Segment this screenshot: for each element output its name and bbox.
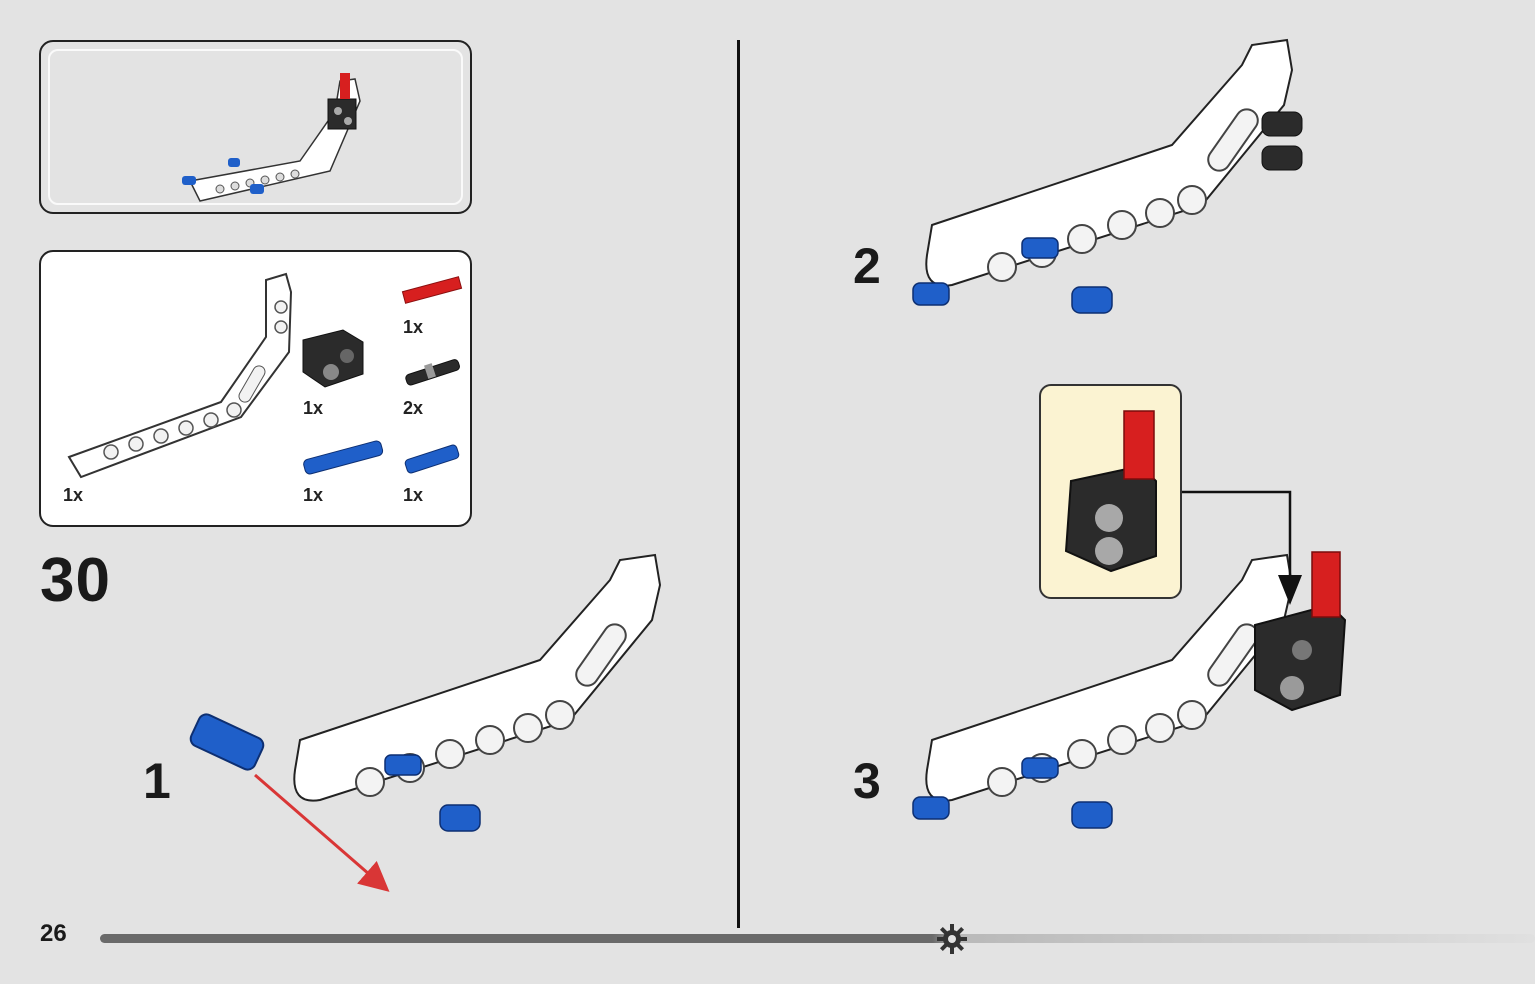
blue-pin-being-inserted (189, 713, 265, 771)
page-number: 26 (40, 920, 67, 947)
blue-long-pin-part (303, 440, 384, 475)
substep-3-label: 3 (853, 753, 881, 809)
blue-axle-pin-part (404, 444, 460, 474)
progress-gear-icon (937, 924, 967, 954)
substep-1-model (189, 554, 661, 892)
callout-connector-line (1182, 490, 1292, 600)
preview-inner (48, 49, 463, 205)
black-connector-part (302, 329, 364, 388)
insert-arrow (254, 773, 390, 892)
callout-arrowhead (1278, 575, 1302, 605)
bent-beam-part (67, 272, 293, 479)
substep-1-label: 1 (143, 753, 171, 809)
parts-list-box: 1x 1x 1x 2x 1x 1x (39, 250, 472, 527)
step-number: 30 (40, 546, 111, 615)
page-divider (737, 40, 740, 928)
preview-model-illustration (182, 73, 361, 202)
part-qty-black-pin: 2x (403, 398, 424, 418)
substep-2-model (912, 39, 1303, 314)
red-axle-part (401, 276, 463, 304)
part-qty-blue-long-pin: 1x (303, 485, 324, 505)
parts-illustration (67, 272, 463, 479)
part-qty-blue-axle-pin: 1x (403, 485, 424, 505)
part-qty-black-connector: 1x (303, 398, 324, 418)
part-qty-red-axle: 1x (403, 317, 424, 337)
preview-box (39, 40, 472, 214)
black-pin-part (405, 359, 460, 386)
callout-box (1039, 384, 1182, 599)
part-qty-bent-beam: 1x (63, 485, 84, 505)
callout-subassembly (1064, 410, 1157, 573)
substep-2-label: 2 (853, 238, 881, 294)
progress-bar (100, 934, 1535, 943)
substep-3-model (912, 490, 1347, 829)
